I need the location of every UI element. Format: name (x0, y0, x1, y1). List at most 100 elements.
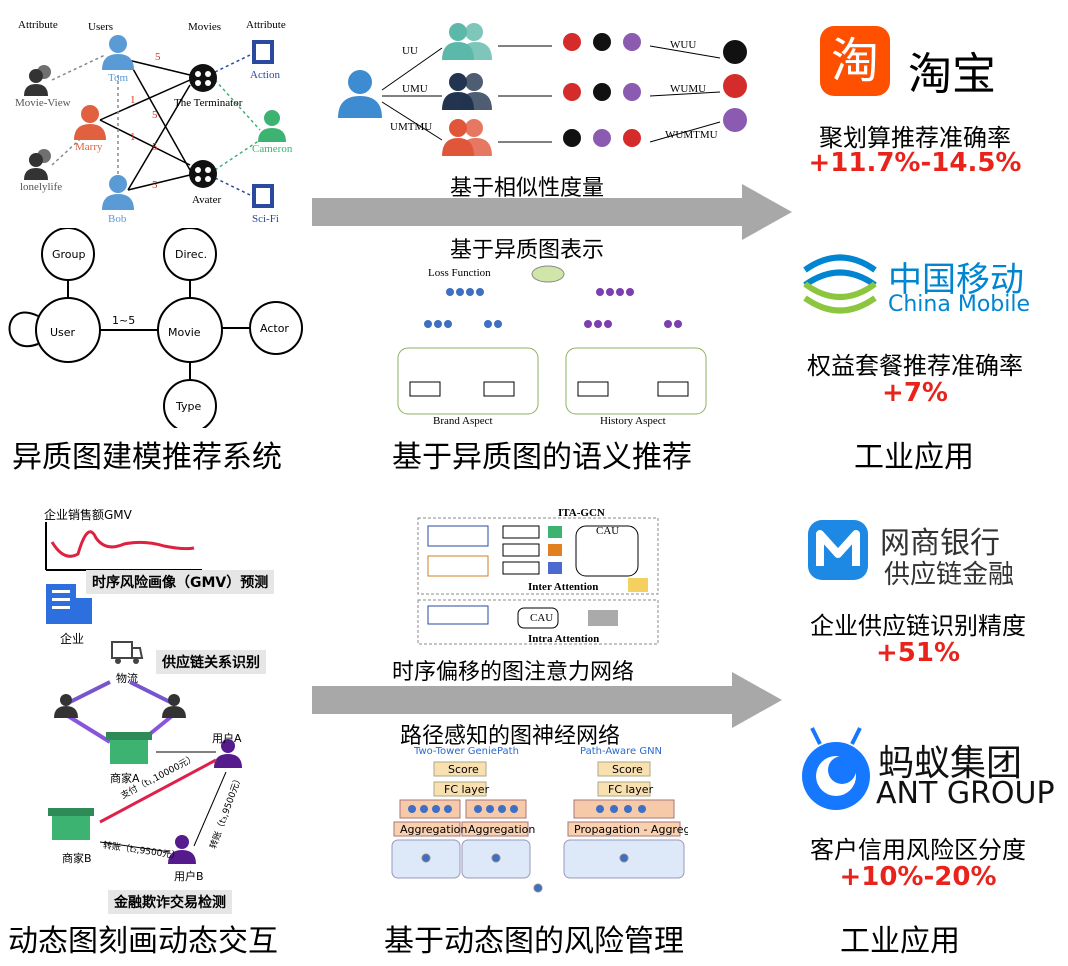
weight-uu: WUU (670, 39, 696, 51)
ant-group-logo-icon (802, 727, 870, 810)
attr-cameron: Cameron (252, 143, 293, 155)
attr-action: Action (250, 69, 280, 81)
china-mobile-logo-icon (803, 254, 877, 314)
path-umu: UMU (402, 83, 428, 95)
col-movies: Movies (188, 21, 221, 33)
schema-direc: Direc. (175, 248, 207, 261)
film-reel-icon (189, 64, 217, 92)
weight-umtmu: WUMTMU (665, 129, 718, 141)
film-reel-icon (189, 160, 217, 188)
user-group-icon (24, 149, 51, 180)
user-pair-icon (442, 119, 492, 156)
enterprise-label: 企业 (60, 632, 85, 646)
china-mobile-metric: 权益套餐推荐准确率 (807, 352, 1023, 380)
taobao-gain: +11.7%-14.5% (808, 148, 1022, 178)
schema-user: User (50, 326, 76, 339)
person-icon (168, 835, 196, 864)
arrow-right-icon (312, 184, 792, 240)
user-icon (102, 175, 134, 210)
attr-scifi: Sci-Fi (252, 213, 279, 225)
person-icon (162, 694, 186, 718)
path-umtmu: UMTMU (390, 121, 432, 133)
caption-industry-top: 工业应用 (854, 440, 974, 475)
inter-attention-label: Inter Attention (528, 581, 598, 593)
attr-lonelylife: lonelylife (20, 181, 62, 193)
rating-label: 5 (155, 51, 161, 63)
geniepath-left-title: Two-Tower GeniePath (414, 746, 519, 757)
ant-group-logo-sub: ANT GROUP (876, 776, 1055, 811)
movie-avater: Avater (192, 194, 221, 206)
gmv-label: 企业销售额GMV (44, 508, 132, 522)
user-bob: Bob (108, 213, 127, 225)
mybank-logo-text: 网商银行 (880, 526, 1000, 561)
weight-umu: WUMU (670, 83, 706, 95)
taobao-logo-text: 淘宝 (908, 49, 996, 100)
shop-icon (106, 732, 152, 764)
movie-rating-row (563, 33, 641, 147)
film-strip-icon (252, 184, 274, 208)
hetero-graph: Attribute Users Movies Attribute 5 1 5 1… (15, 19, 293, 225)
history-aspect-label: History Aspect (600, 415, 666, 427)
mybank-logo-sub: 供应链金融 (884, 560, 1015, 590)
person-icon (54, 694, 78, 718)
intra-attention-label: Intra Attention (528, 633, 599, 645)
gmv-chart (45, 522, 202, 571)
mybank-logo-icon (808, 520, 868, 580)
col-attr-right: Attribute (246, 19, 286, 31)
user-pair-icon (442, 73, 492, 110)
caption-dynamic-graph: 动态图刻画动态交互 (8, 924, 278, 959)
user-tom: Tom (108, 72, 128, 84)
ant-group-metric: 客户信用风险区分度 (810, 836, 1026, 864)
truck-icon (111, 641, 144, 664)
user-marry: Marry (75, 141, 103, 153)
tag-gmv: 时序风险画像（GMV）预测 (86, 570, 275, 594)
col-users: Users (88, 21, 113, 33)
ant-group-logo-text: 蚂蚁集团 (878, 743, 1023, 784)
schema-group: Group (52, 248, 86, 261)
film-strip-icon (252, 40, 274, 64)
aggregation-label: Aggregation (468, 823, 535, 836)
tag-supply: 供应链关系识别 (156, 650, 266, 674)
shop-icon (48, 808, 94, 840)
user-pair-icon (442, 23, 492, 60)
person-icon (258, 110, 286, 142)
semantic-model-diagram: Loss Function Brand Aspect History Aspec… (397, 265, 707, 427)
schema-edge-label: 1~5 (112, 314, 135, 327)
caption-hetero-modeling: 异质图建模推荐系统 (12, 440, 282, 475)
ita-gcn-diagram: ITA-GCN CAU Inter Attention CAU Intra At… (417, 507, 659, 645)
arrow1-label-below: 基于异质图表示 (450, 238, 605, 263)
loss-function-label: Loss Function (428, 267, 491, 279)
geniepath-diagram: Score FC layer Score FC layer Aggregatio… (391, 761, 688, 893)
schema-type: Type (175, 400, 201, 413)
user-a-label: 用户A (212, 732, 242, 745)
fc-layer-label: FC layer (608, 783, 654, 796)
aggregation-label: Aggregation (400, 823, 467, 836)
schema-movie: Movie (168, 326, 201, 339)
arrow1-label-above: 基于相似性度量 (450, 176, 605, 201)
cau-label: CAU (596, 525, 619, 537)
col-attr-left: Attribute (18, 19, 58, 31)
china-mobile-logo-text: 中国移动 (888, 260, 1024, 300)
china-mobile-gain: +7% (882, 378, 948, 408)
caption-dynamic-risk: 基于动态图的风险管理 (384, 924, 684, 959)
arrow2-label-below: 路径感知的图神经网络 (400, 724, 621, 749)
mybank-metric: 企业供应链识别精度 (810, 612, 1026, 640)
transaction-graph (48, 680, 242, 864)
taobao-metric: 聚划算推荐准确率 (819, 124, 1011, 152)
enterprise-icon (46, 584, 92, 624)
user-icon (102, 35, 134, 70)
attr-movie-view: Movie-View (15, 97, 71, 109)
schema-actor: Actor (260, 322, 289, 335)
china-mobile-logo-sub: China Mobile (888, 292, 1031, 317)
rating-label: 5 (152, 179, 158, 191)
taobao-logo-glyph: 淘 (830, 33, 879, 89)
taobao-logo-icon: 淘 (820, 26, 890, 96)
fc-layer-label: FC layer (444, 783, 490, 796)
mybank-gain: +51% (875, 638, 961, 668)
movie-terminator: The Terminator (174, 97, 243, 109)
prop-agg-label: Propagation - Aggregation (574, 823, 688, 836)
geniepath-right-title: Path-Aware GNN (580, 746, 663, 757)
tag-fraud: 金融欺诈交易检测 (108, 890, 232, 914)
arrow-right-icon (312, 672, 782, 728)
ita-gcn-title: ITA-GCN (558, 507, 605, 519)
